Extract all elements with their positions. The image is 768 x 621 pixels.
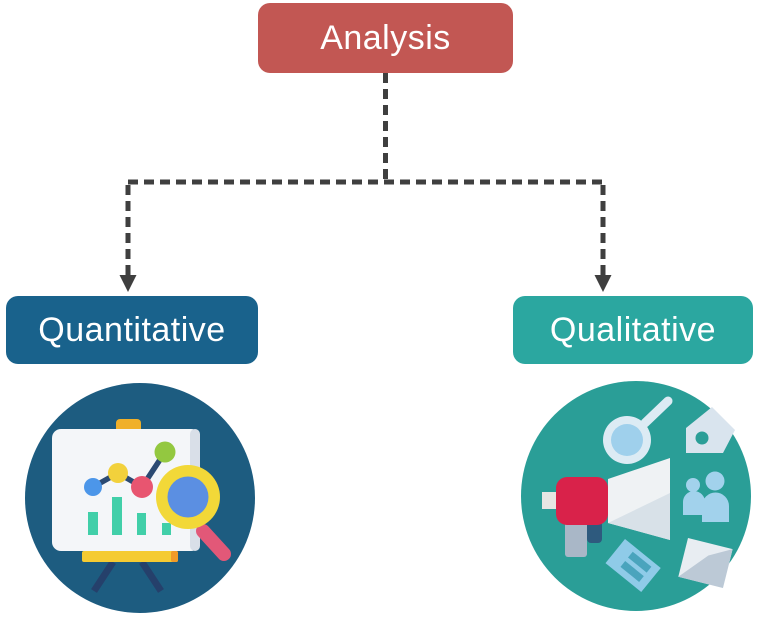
quantitative-badge bbox=[25, 383, 255, 613]
node-qualitative: Qualitative bbox=[513, 296, 753, 364]
node-analysis: Analysis bbox=[258, 3, 513, 73]
line-chart-icon bbox=[84, 441, 176, 498]
tag-icon bbox=[686, 407, 735, 453]
people-icon bbox=[683, 471, 729, 522]
node-analysis-label: Analysis bbox=[320, 18, 451, 57]
arrowhead-left-icon bbox=[119, 275, 137, 292]
easel-legs bbox=[91, 560, 164, 593]
board-tray bbox=[82, 551, 178, 562]
envelope-icon bbox=[678, 538, 733, 588]
arrowhead-right-icon bbox=[594, 275, 612, 292]
search-icon bbox=[603, 396, 673, 464]
node-qualitative-label: Qualitative bbox=[549, 310, 717, 349]
megaphone-icon bbox=[542, 458, 670, 557]
bar-chart-icon bbox=[88, 497, 171, 535]
document-icon bbox=[605, 539, 661, 593]
node-quantitative: Quantitative bbox=[6, 296, 258, 364]
qualitative-badge bbox=[521, 381, 751, 611]
magnifier-icon bbox=[156, 465, 231, 561]
node-quantitative-label: Quantitative bbox=[38, 310, 226, 349]
